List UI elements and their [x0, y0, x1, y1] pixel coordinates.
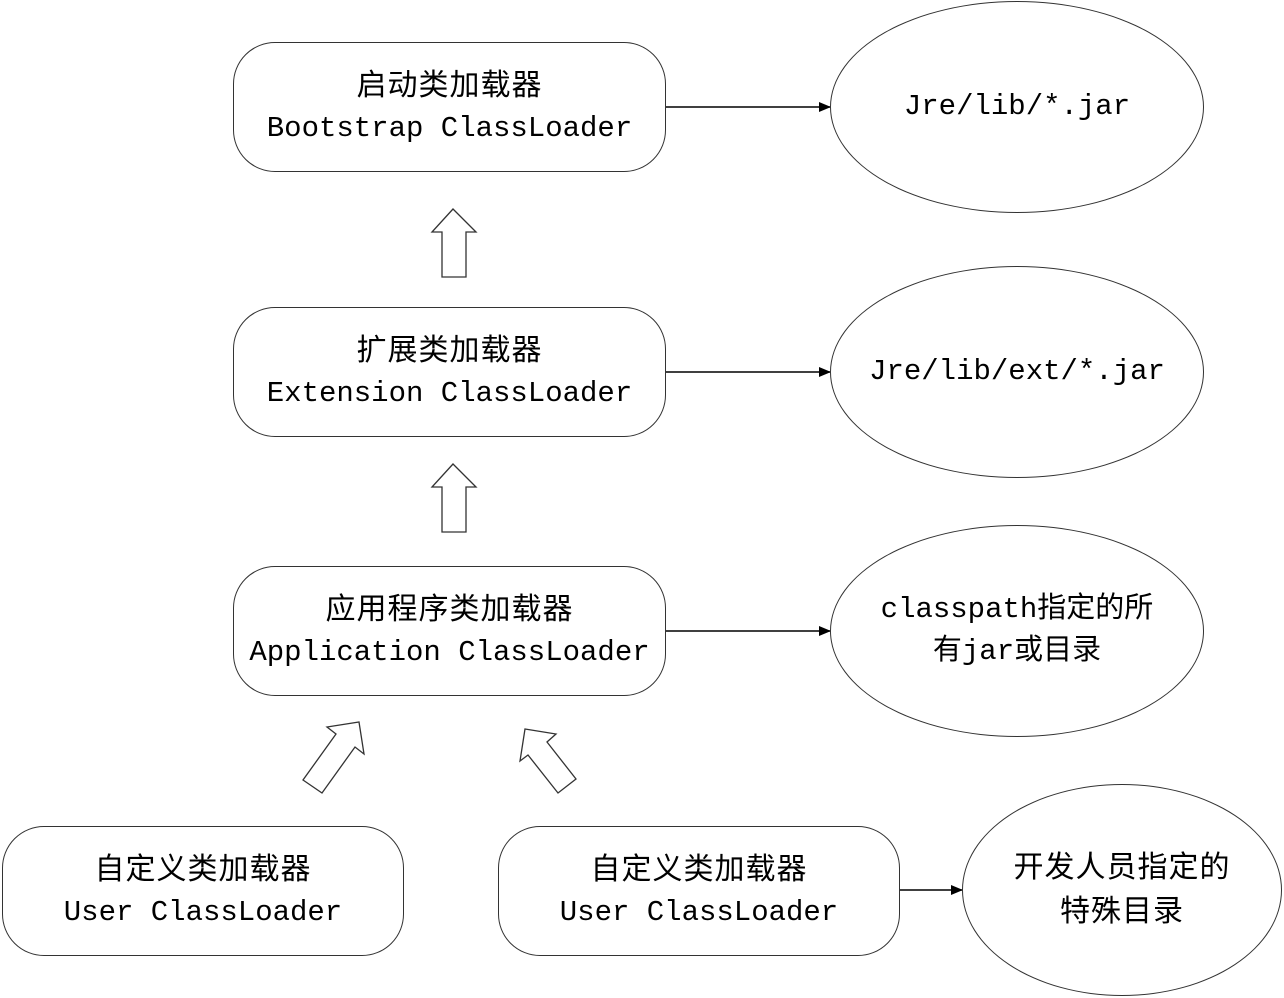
user-path-ellipse: 开发人员指定的 特殊目录: [962, 784, 1282, 996]
user-classloader-box-left: 自定义类加载器 User ClassLoader: [2, 826, 404, 956]
user-right-cn-label: 自定义类加载器: [590, 852, 808, 887]
user-classloader-box-right: 自定义类加载器 User ClassLoader: [498, 826, 900, 956]
extension-classloader-box: 扩展类加载器 Extension ClassLoader: [233, 307, 666, 437]
bootstrap-classloader-box: 启动类加载器 Bootstrap ClassLoader: [233, 42, 666, 172]
bootstrap-path-label: Jre/lib/*.jar: [903, 90, 1131, 123]
application-en-label: Application ClassLoader: [249, 636, 650, 669]
application-path-ellipse: classpath指定的所 有jar或目录: [830, 525, 1204, 737]
hollow-arrow-extension-to-bootstrap: [430, 208, 478, 278]
bootstrap-en-label: Bootstrap ClassLoader: [266, 112, 633, 145]
application-classloader-box: 应用程序类加载器 Application ClassLoader: [233, 566, 666, 696]
application-path-line1: classpath指定的所: [880, 593, 1154, 626]
hollow-arrow-user-right-to-application: [519, 728, 577, 794]
extension-en-label: Extension ClassLoader: [266, 377, 633, 410]
bootstrap-cn-label: 启动类加载器: [356, 68, 543, 103]
hollow-arrow-application-to-extension: [430, 463, 478, 533]
hollow-arrow-user-left-to-application: [302, 721, 365, 794]
application-path-line2: 有jar或目录: [932, 635, 1102, 668]
extension-path-ellipse: Jre/lib/ext/*.jar: [830, 266, 1204, 478]
extension-path-label: Jre/lib/ext/*.jar: [869, 355, 1165, 388]
application-cn-label: 应用程序类加载器: [325, 592, 574, 627]
extension-cn-label: 扩展类加载器: [356, 333, 543, 368]
bootstrap-path-ellipse: Jre/lib/*.jar: [830, 1, 1204, 213]
user-path-line2: 特殊目录: [1060, 894, 1184, 929]
user-left-cn-label: 自定义类加载器: [94, 852, 312, 887]
user-right-en-label: User ClassLoader: [559, 896, 839, 929]
user-path-line1: 开发人员指定的: [1013, 850, 1231, 885]
user-left-en-label: User ClassLoader: [63, 896, 343, 929]
